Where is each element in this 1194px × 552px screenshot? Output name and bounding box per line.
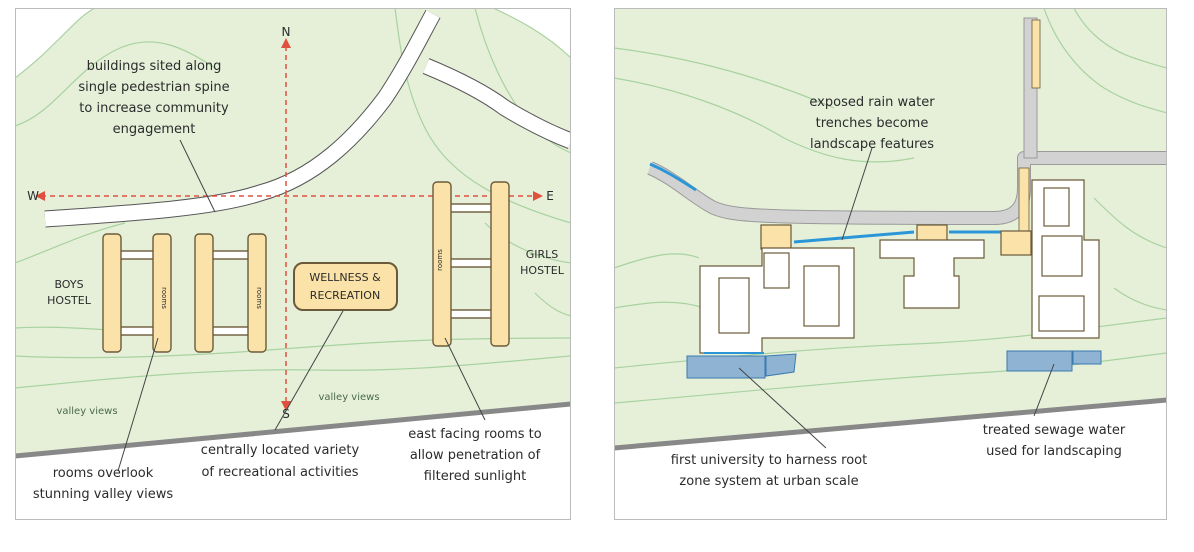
contour-line	[614, 352, 1167, 404]
girls-hostel-block	[432, 181, 452, 347]
valley-edge-line	[614, 397, 1167, 451]
contour-line	[15, 41, 216, 127]
campus-buildings	[699, 179, 1100, 354]
compass-east-label: E	[546, 189, 554, 203]
contour-line	[1073, 8, 1167, 69]
compass-north-label: N	[282, 25, 291, 39]
girls-hostel-label-line2: HOSTEL	[520, 264, 565, 277]
root-zone-bed	[765, 353, 797, 377]
boys-hostel-block	[102, 233, 122, 353]
trenches-note-line2: trenches become	[816, 116, 929, 131]
contour-line	[1113, 287, 1167, 311]
girls-hostel-label-line1: GIRLS	[526, 248, 559, 261]
boys-hostel-block	[152, 233, 172, 353]
girls-hostel-buildings	[432, 181, 510, 347]
leader-line-spine	[179, 139, 216, 213]
site-plan-right-svg: exposed rain water trenches become lands…	[614, 8, 1167, 520]
east-arrow-icon	[533, 191, 543, 201]
central-note-line2: of recreational activities	[201, 465, 358, 480]
compass-south-label: S	[282, 407, 290, 421]
rain-trench	[793, 230, 915, 244]
contour-line	[534, 292, 571, 317]
contour-line	[1043, 8, 1167, 114]
branch-road	[423, 59, 571, 149]
north-arrow-icon	[281, 38, 291, 48]
rooms-label: rooms	[160, 287, 168, 309]
contour-line	[15, 355, 571, 389]
east-note-line2: allow penetration of	[410, 448, 541, 463]
root-zone-bed	[686, 355, 766, 379]
boys-hostel-block	[247, 233, 267, 353]
valley-note-line2: stunning valley views	[33, 487, 173, 502]
wellness-label-line1: WELLNESS &	[309, 271, 381, 284]
contour-line	[15, 222, 126, 264]
contour-line	[15, 8, 96, 79]
terrain-fill	[15, 8, 571, 456]
boys-hostel-label-line1: BOYS	[54, 278, 83, 291]
contour-line	[1093, 197, 1167, 249]
rain-trench	[649, 162, 697, 192]
contour-line	[492, 8, 571, 59]
site-plan-right-panel: exposed rain water trenches become lands…	[614, 8, 1167, 520]
root-zone-bed	[1006, 350, 1073, 372]
leader-line-sewage	[1033, 363, 1055, 417]
compass-west-label: W	[27, 189, 39, 203]
panel-frame	[15, 8, 571, 520]
building-block-central	[879, 239, 985, 309]
south-arrow-icon	[281, 401, 291, 411]
contour-line	[15, 326, 111, 331]
sewage-note-line2: used for landscaping	[986, 444, 1122, 459]
contour-line	[614, 301, 705, 309]
rooms-label: rooms	[436, 249, 444, 271]
building-connector	[760, 224, 792, 250]
pathway-north-strip	[1031, 19, 1041, 89]
valley-views-label: valley views	[318, 392, 379, 403]
contour-line	[15, 337, 571, 359]
wellness-recreation-building	[293, 262, 398, 311]
west-arrow-icon	[35, 191, 45, 201]
contour-line	[614, 47, 835, 109]
leader-lines	[117, 139, 486, 472]
wellness-label-line2: RECREATION	[310, 289, 380, 302]
valley-views-label: valley views	[56, 406, 117, 417]
sewage-note-line1: treated sewage water	[983, 423, 1126, 438]
girls-hostel-block	[490, 181, 510, 347]
root-zone-note-line1: first university to harness root	[671, 453, 867, 468]
trenches-note-line1: exposed rain water	[809, 95, 935, 110]
contour-line	[614, 253, 700, 269]
site-plan-left-panel: N S W E rooms rooms rooms WELLNESS &	[15, 8, 571, 520]
leader-lines	[738, 147, 1055, 449]
east-note-line3: filtered sunlight	[424, 469, 526, 484]
rooms-label: rooms	[255, 287, 263, 309]
site-plan-left-svg: N S W E rooms rooms rooms WELLNESS &	[15, 8, 571, 520]
root-zone-note-line2: zone system at urban scale	[679, 474, 858, 489]
leader-line-east	[444, 337, 486, 421]
main-road	[44, 10, 440, 227]
compass-axes	[41, 46, 537, 403]
trenches-note-line3: landscape features	[810, 137, 934, 152]
spine-note-line2: single pedestrian spine	[78, 80, 229, 95]
panel-frame	[614, 8, 1167, 520]
building-connector	[1000, 230, 1032, 256]
leader-line-valley	[117, 337, 159, 472]
pathway	[647, 152, 1167, 224]
spine-note-line1: buildings sited along	[87, 59, 222, 74]
spine-note-line3: to increase community	[79, 101, 229, 116]
leader-line-root-zone	[738, 367, 827, 449]
leader-line-trenches	[841, 147, 873, 241]
central-note-line1: centrally located variety	[201, 443, 360, 458]
east-note-line1: east facing rooms to	[408, 427, 542, 442]
root-zone-bed	[1072, 350, 1102, 365]
leader-line-central	[274, 310, 344, 431]
boys-hostel-buildings	[102, 233, 267, 353]
boys-hostel-block	[194, 233, 214, 353]
spine-note-line4: engagement	[113, 122, 196, 137]
boys-hostel-label-line2: HOSTEL	[47, 294, 92, 307]
valley-note-line1: rooms overlook	[53, 466, 154, 481]
valley-edge-line	[15, 401, 571, 459]
contour-line	[614, 77, 915, 163]
